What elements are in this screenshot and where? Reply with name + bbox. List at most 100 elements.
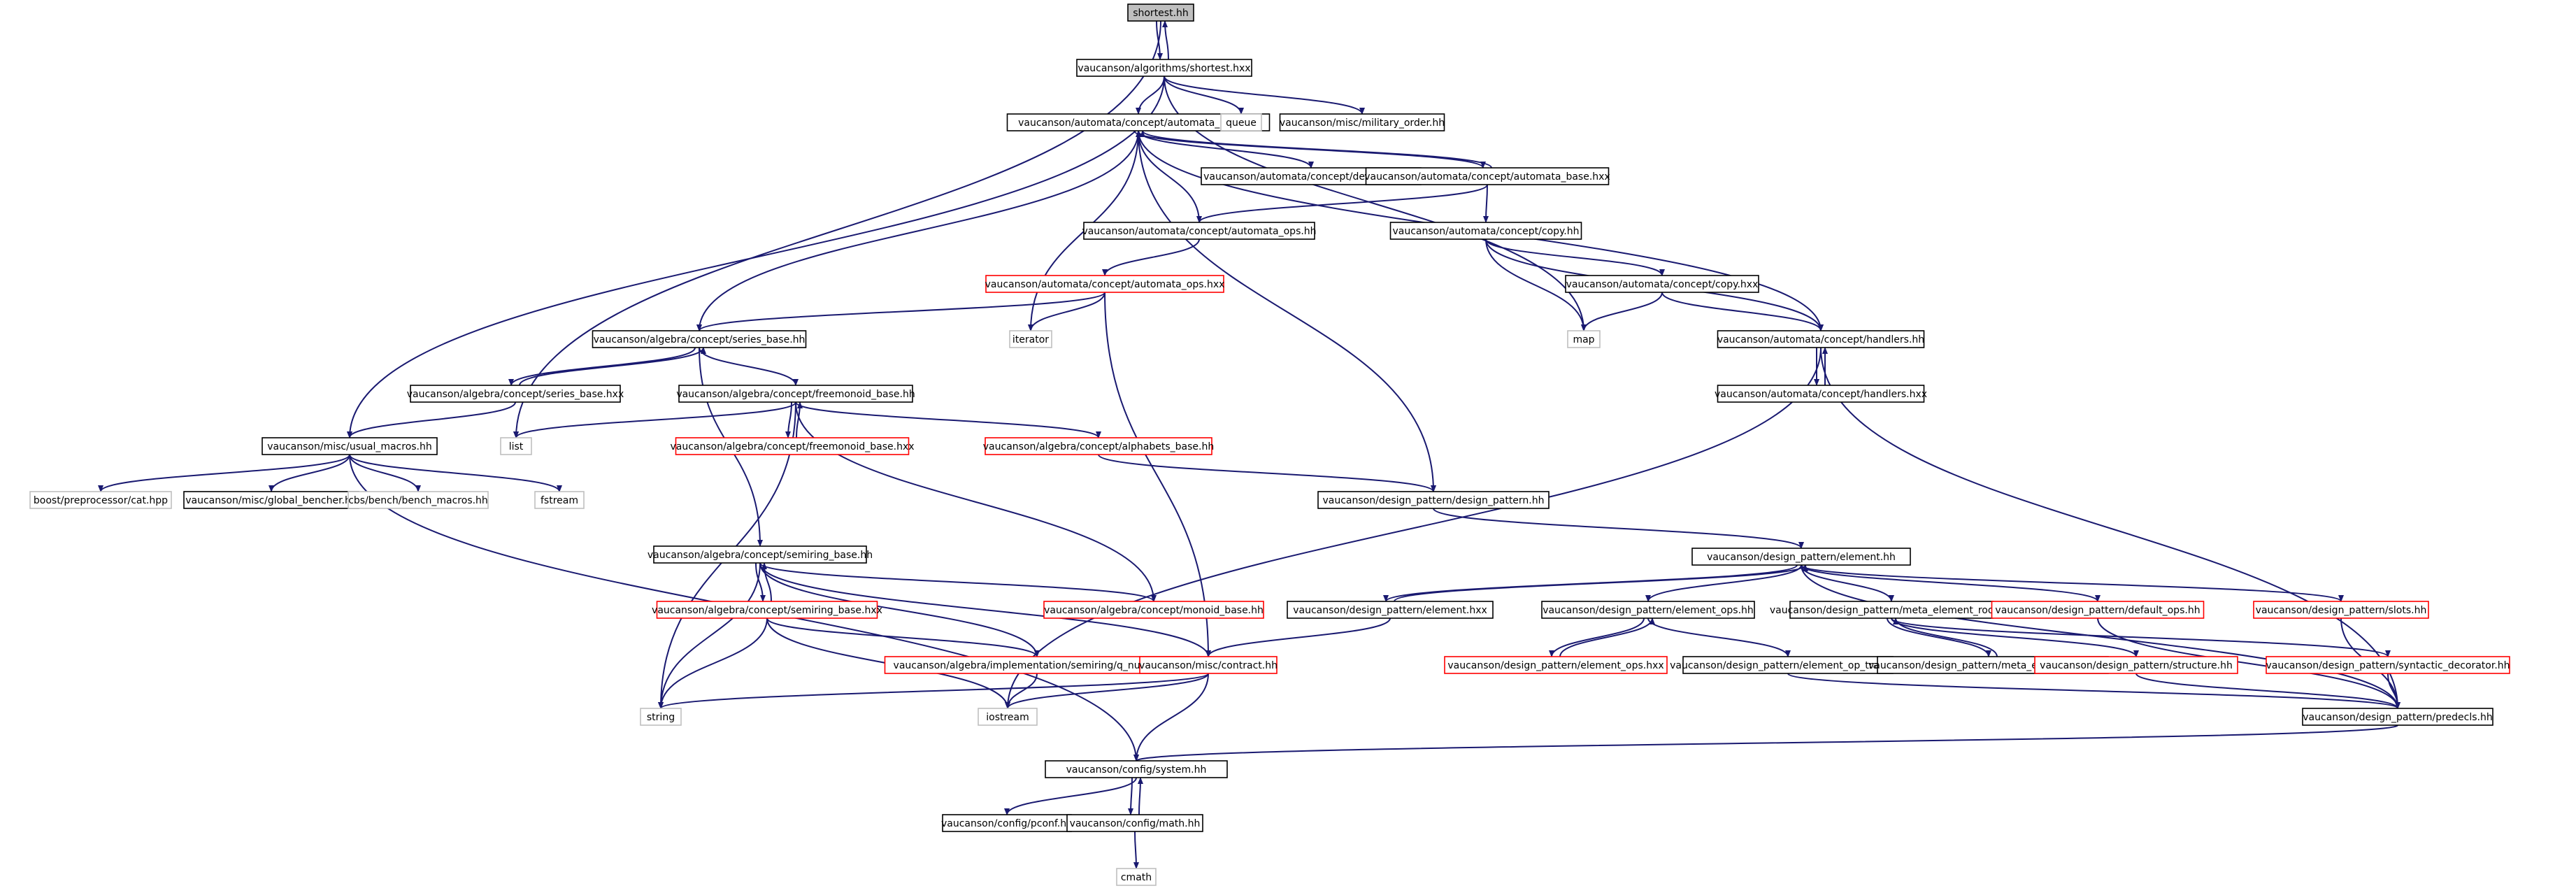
node-vaucanson-design-pattern-meta-element-root-hh[interactable]: vaucanson/design_pattern/meta_element_ro… xyxy=(1770,601,2013,619)
node-label: vaucanson/misc/contract.hh xyxy=(1139,660,1278,671)
node-vaucanson-algebra-concept-freemonoid-base-hxx[interactable]: vaucanson/algebra/concept/freemonoid_bas… xyxy=(670,437,915,455)
node-vaucanson-automata-concept-copy-hxx[interactable]: vaucanson/automata/concept/copy.hxx xyxy=(1565,275,1759,293)
node-vaucanson-config-system-hh[interactable]: vaucanson/config/system.hh xyxy=(1045,760,1228,778)
node-vaucanson-algebra-implementation-semiring-q-number-hh[interactable]: vaucanson/algebra/implementation/semirin… xyxy=(884,656,1190,674)
node-label: vaucanson/design_pattern/meta_element_ro… xyxy=(1770,605,2013,616)
node-box xyxy=(1220,113,1262,131)
node-vaucanson-automata-concept-automata-ops-hxx[interactable]: vaucanson/automata/concept/automata_ops.… xyxy=(985,275,1225,293)
edge-vaucanson-automata-concept-automata-base-hh-to-vaucanson-design-pattern-design-pattern-hh xyxy=(1138,130,1436,492)
edge-vaucanson-misc-usual-macros-hh-to-vaucanson-misc-global-bencher-hh xyxy=(269,454,350,492)
node-box xyxy=(262,437,438,455)
node-label: vaucanson/design_pattern/default_ops.hh xyxy=(1995,605,2200,616)
node-label: vaucanson/misc/global_bencher.hh xyxy=(185,495,357,506)
node-vaucanson-misc-usual-macros-hh[interactable]: vaucanson/misc/usual_macros.hh xyxy=(262,437,438,455)
node-queue[interactable]: queue xyxy=(1220,113,1262,131)
node-map[interactable]: map xyxy=(1567,330,1601,348)
node-label: vaucanson/design_pattern/element.hh xyxy=(1707,552,1896,563)
node-vaucanson-design-pattern-element-hh[interactable]: vaucanson/design_pattern/element.hh xyxy=(1691,548,1911,566)
node-list[interactable]: list xyxy=(500,437,532,455)
edge-vaucanson-design-pattern-meta-element-root-hh-to-vaucanson-design-pattern-syntactic-decorator-hh xyxy=(1891,617,2391,657)
edge-vaucanson-algorithms-shortest-hxx-to-vaucanson-misc-military-order-hh xyxy=(1164,76,1365,115)
node-label: vaucanson/algebra/concept/series_base.hx… xyxy=(407,389,624,400)
node-box xyxy=(534,491,585,509)
node-vaucanson-config-pconf-hh[interactable]: vaucanson/config/pconf.hh xyxy=(941,814,1073,832)
edge-vaucanson-algebra-concept-semiring-base-hh-to-vaucanson-misc-contract-hh xyxy=(759,562,1211,657)
node-boost-preprocessor-cat-hpp[interactable]: boost/preprocessor/cat.hpp xyxy=(29,491,172,509)
node-vaucanson-algebra-concept-semiring-base-hxx[interactable]: vaucanson/algebra/concept/semiring_base.… xyxy=(652,601,882,619)
edge-vaucanson-automata-concept-automata-ops-hxx-to-iterator xyxy=(1028,292,1105,331)
edge-vaucanson-design-pattern-structure-hh-to-vaucanson-design-pattern-predecls-hh xyxy=(2135,673,2400,709)
node-cbs-bench-bench-macros-hh[interactable]: cbs/bench/bench_macros.hh xyxy=(348,491,489,509)
node-vaucanson-design-pattern-design-pattern-hh[interactable]: vaucanson/design_pattern/design_pattern.… xyxy=(1317,491,1550,509)
node-iterator[interactable]: iterator xyxy=(1009,330,1052,348)
node-vaucanson-design-pattern-element-op-traits-hh[interactable]: vaucanson/design_pattern/element_op_trai… xyxy=(1670,656,1906,674)
node-vaucanson-automata-concept-handlers-hxx[interactable]: vaucanson/automata/concept/handlers.hxx xyxy=(1715,385,1927,403)
edge-vaucanson-automata-concept-automata-base-hxx-to-vaucanson-automata-concept-automata-ops-hh xyxy=(1196,184,1488,223)
node-box xyxy=(1083,222,1315,240)
node-box xyxy=(985,437,1212,455)
node-string[interactable]: string xyxy=(640,708,682,726)
node-label: vaucanson/algebra/concept/freemonoid_bas… xyxy=(676,389,915,400)
node-vaucanson-algebra-concept-monoid-base-hh[interactable]: vaucanson/algebra/concept/monoid_base.hh xyxy=(1043,601,1264,619)
node-box xyxy=(1045,760,1228,778)
node-vaucanson-algebra-concept-series-base-hxx[interactable]: vaucanson/algebra/concept/series_base.hx… xyxy=(407,385,624,403)
node-shortest-hh[interactable]: shortest.hh xyxy=(1127,3,1194,22)
node-vaucanson-design-pattern-element-hxx[interactable]: vaucanson/design_pattern/element.hxx xyxy=(1287,601,1494,619)
node-label: vaucanson/algorithms/shortest.hxx xyxy=(1078,63,1250,74)
node-box xyxy=(1279,113,1445,131)
node-box xyxy=(656,601,878,619)
node-vaucanson-misc-contract-hh[interactable]: vaucanson/misc/contract.hh xyxy=(1139,656,1278,674)
node-vaucanson-algorithms-shortest-hxx[interactable]: vaucanson/algorithms/shortest.hxx xyxy=(1076,59,1252,77)
node-label: boost/preprocessor/cat.hpp xyxy=(34,495,168,506)
node-box xyxy=(410,385,621,403)
node-label: vaucanson/automata/concept/handlers.hh xyxy=(1717,334,1924,345)
node-box xyxy=(500,437,532,455)
node-vaucanson-algebra-concept-series-base-hh[interactable]: vaucanson/algebra/concept/series_base.hh xyxy=(592,330,807,348)
node-box xyxy=(978,708,1038,726)
edge-vaucanson-automata-concept-automata-base-hxx-to-vaucanson-automata-concept-automata-base-hh xyxy=(1140,130,1492,169)
node-box xyxy=(1789,601,1994,619)
edge-vaucanson-design-pattern-element-ops-hh-to-vaucanson-design-pattern-element-op-traits-hh xyxy=(1647,617,1791,657)
node-vaucanson-design-pattern-slots-hh[interactable]: vaucanson/design_pattern/slots.hh xyxy=(2253,601,2429,619)
node-vaucanson-design-pattern-element-ops-hxx[interactable]: vaucanson/design_pattern/element_ops.hxx xyxy=(1444,656,1668,674)
node-vaucanson-algebra-concept-alphabets-base-hh[interactable]: vaucanson/algebra/concept/alphabets_base… xyxy=(983,437,1214,455)
node-vaucanson-design-pattern-default-ops-hh[interactable]: vaucanson/design_pattern/default_ops.hh xyxy=(1991,601,2205,619)
node-vaucanson-automata-concept-copy-hh[interactable]: vaucanson/automata/concept/copy.hh xyxy=(1389,222,1582,240)
node-vaucanson-algebra-concept-freemonoid-base-hh[interactable]: vaucanson/algebra/concept/freemonoid_bas… xyxy=(676,385,915,403)
node-vaucanson-automata-concept-handlers-hh[interactable]: vaucanson/automata/concept/handlers.hh xyxy=(1717,330,1925,348)
node-vaucanson-design-pattern-syntactic-decorator-hh[interactable]: vaucanson/design_pattern/syntactic_decor… xyxy=(2266,656,2510,674)
node-vaucanson-config-math-hh[interactable]: vaucanson/config/math.hh xyxy=(1066,814,1203,832)
node-box xyxy=(1691,548,1911,566)
node-label: vaucanson/algebra/concept/series_base.hh xyxy=(594,334,806,345)
node-box xyxy=(2253,601,2429,619)
node-vaucanson-automata-concept-automata-base-hxx[interactable]: vaucanson/automata/concept/automata_base… xyxy=(1364,167,1610,185)
edge-vaucanson-design-pattern-element-hh-to-vaucanson-design-pattern-slots-hh xyxy=(1801,564,2344,602)
node-box xyxy=(1717,330,1925,348)
node-box xyxy=(2266,656,2510,674)
node-cmath[interactable]: cmath xyxy=(1116,868,1157,886)
node-vaucanson-design-pattern-predecls-hh[interactable]: vaucanson/design_pattern/predecls.hh xyxy=(2302,708,2493,726)
node-label: vaucanson/automata/concept/copy.hh xyxy=(1392,226,1579,237)
node-vaucanson-misc-military-order-hh[interactable]: vaucanson/misc/military_order.hh xyxy=(1279,113,1445,131)
node-label: vaucanson/algebra/implementation/semirin… xyxy=(894,660,1181,671)
edge-vaucanson-automata-concept-automata-base-hh-to-vaucanson-algebra-concept-series-base-hh xyxy=(696,130,1139,331)
node-label: vaucanson/automata/concept/automata_ops.… xyxy=(985,279,1225,290)
node-vaucanson-algebra-concept-semiring-base-hh[interactable]: vaucanson/algebra/concept/semiring_base.… xyxy=(647,545,873,564)
node-vaucanson-automata-concept-automata-ops-hh[interactable]: vaucanson/automata/concept/automata_ops.… xyxy=(1082,222,1317,240)
edge-vaucanson-design-pattern-element-ops-hxx-to-vaucanson-design-pattern-element-ops-hh xyxy=(1559,617,1655,657)
node-iostream[interactable]: iostream xyxy=(978,708,1038,726)
node-label: vaucanson/algebra/concept/semiring_base.… xyxy=(652,605,882,616)
node-label: vaucanson/automata/concept/handlers.hxx xyxy=(1715,389,1927,400)
node-box xyxy=(592,330,807,348)
node-box xyxy=(1066,814,1203,832)
edge-vaucanson-config-math-hh-to-cmath xyxy=(1133,831,1139,869)
edge-vaucanson-automata-concept-automata-ops-hh-to-vaucanson-automata-concept-automata-base-hh xyxy=(1136,130,1200,223)
node-vaucanson-design-pattern-structure-hh[interactable]: vaucanson/design_pattern/structure.hh xyxy=(2034,656,2238,674)
node-box xyxy=(2034,656,2238,674)
node-vaucanson-misc-global-bencher-hh[interactable]: vaucanson/misc/global_bencher.hh xyxy=(183,491,359,509)
node-label: vaucanson/automata/concept/automata_base… xyxy=(1018,117,1259,129)
node-vaucanson-design-pattern-element-ops-hh[interactable]: vaucanson/design_pattern/element_ops.hh xyxy=(1541,601,1755,619)
node-fstream[interactable]: fstream xyxy=(534,491,585,509)
node-box xyxy=(1076,59,1252,77)
node-box xyxy=(884,656,1190,674)
